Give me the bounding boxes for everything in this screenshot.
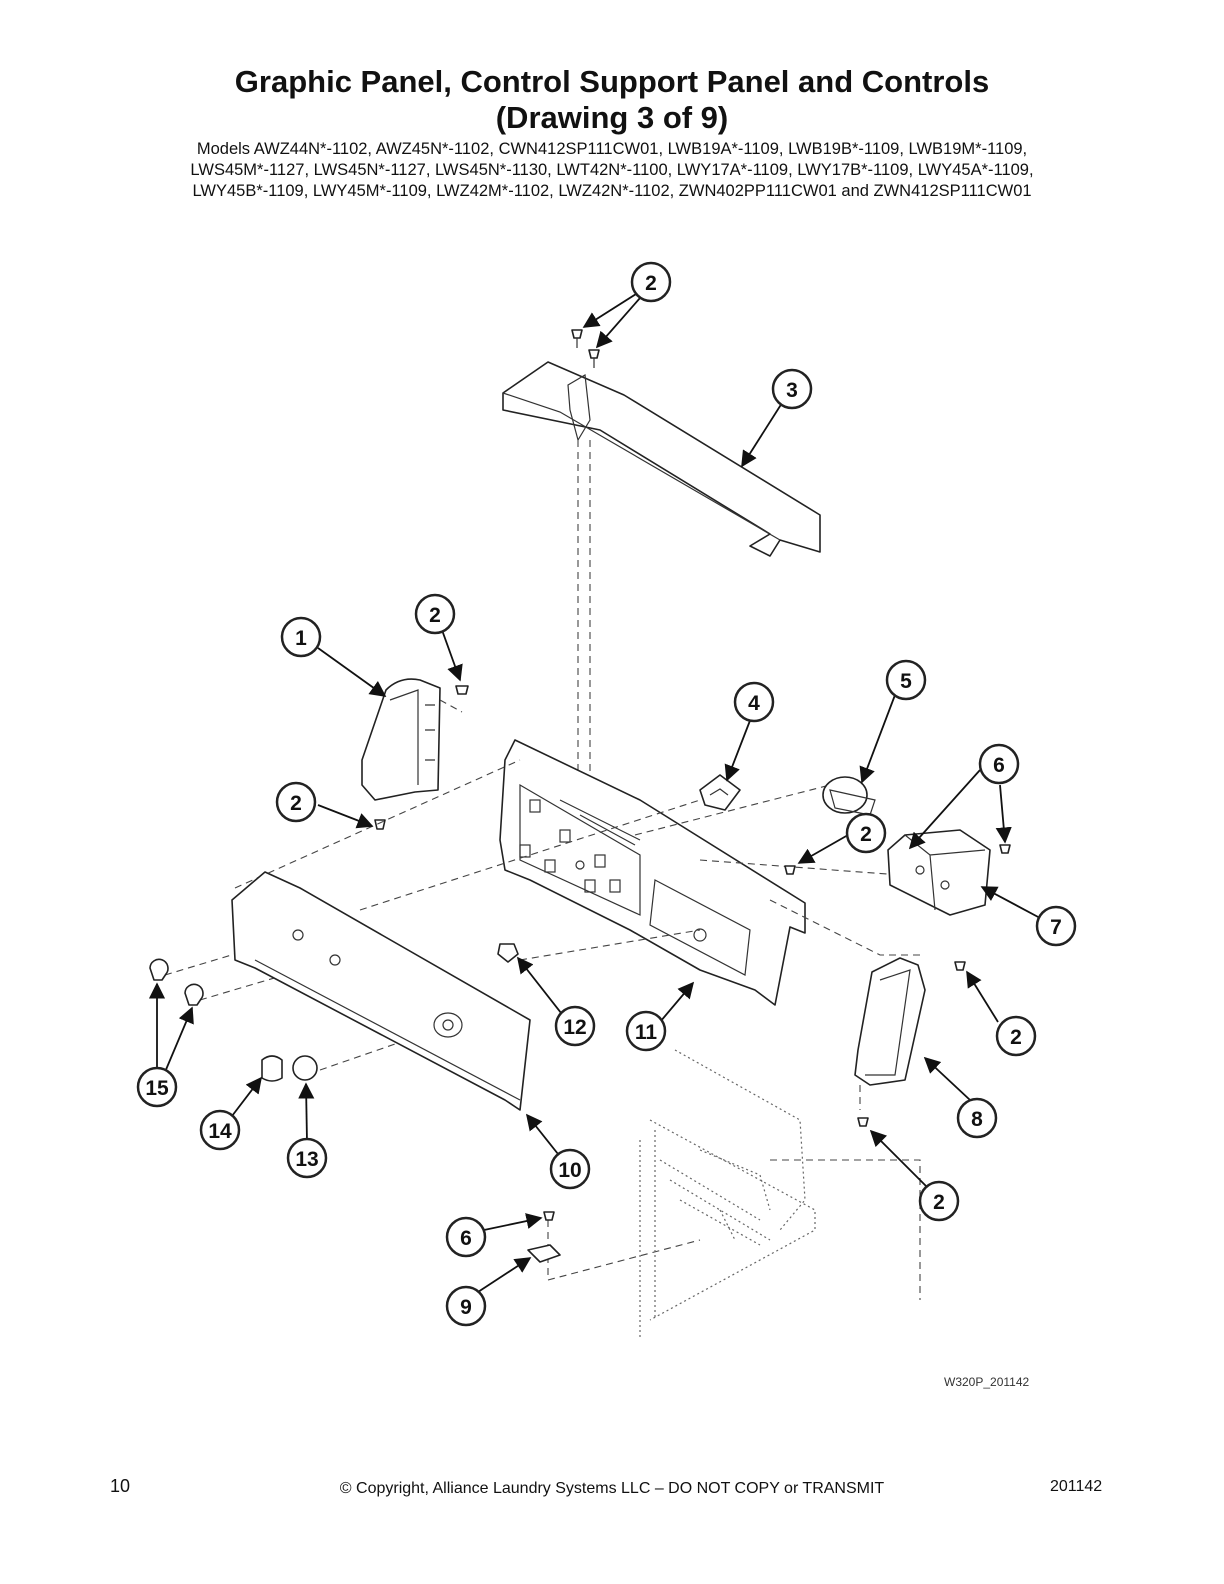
leader-lines (148, 293, 1041, 1293)
callout-13: 13 (286, 1137, 328, 1179)
clip-9 (527, 1244, 561, 1263)
end-cap-left-1 (361, 678, 441, 801)
models-line-1: Models AWZ44N*-1102, AWZ45N*-1102, CWN41… (196, 140, 1028, 158)
callout-1: 1 (280, 616, 322, 658)
callout-9: 9 (445, 1285, 487, 1327)
svg-text:4: 4 (748, 692, 760, 715)
svg-text:8: 8 (971, 1108, 983, 1131)
callout-4: 4 (733, 681, 775, 723)
svg-text:1: 1 (295, 627, 307, 650)
svg-text:6: 6 (460, 1227, 472, 1250)
callout-6: 6 (978, 743, 1020, 785)
callout-11: 11 (625, 1010, 667, 1052)
callout-6: 6 (445, 1216, 487, 1258)
callout-15: 15 (136, 1066, 178, 1108)
callout-2: 2 (918, 1180, 960, 1222)
svg-text:9: 9 (460, 1296, 472, 1319)
cabinet-ghost (639, 1049, 816, 1340)
svg-text:2: 2 (933, 1191, 945, 1214)
graphic-panel-top-3 (502, 361, 821, 557)
models-line-2: LWS45M*-1127, LWS45N*-1127, LWS45N*-1130… (190, 161, 1034, 179)
svg-text:2: 2 (860, 823, 872, 846)
svg-text:2: 2 (429, 604, 441, 627)
callout-2: 2 (414, 593, 456, 635)
models-line-3: LWY45B*-1109, LWY45M*-1109, LWZ42M*-1102… (192, 182, 1032, 200)
document-code: 201142 (1050, 1478, 1103, 1495)
dial-13 (292, 1055, 318, 1081)
drawing-code: W320P_201142 (944, 1375, 1030, 1389)
graphic-panel-10 (231, 871, 531, 1111)
callout-2: 2 (995, 1015, 1037, 1057)
callout-2: 2 (845, 812, 887, 854)
knobs-15 (149, 958, 204, 1006)
switch-4 (699, 774, 741, 811)
clip-12 (497, 943, 519, 963)
screw-top (571, 329, 600, 368)
timer-7 (887, 829, 991, 916)
svg-text:2: 2 (645, 272, 657, 295)
svg-text:11: 11 (635, 1021, 658, 1044)
svg-text:7: 7 (1050, 916, 1062, 939)
knob-14 (261, 1055, 283, 1082)
copyright-notice: © Copyright, Alliance Laundry Systems LL… (339, 1480, 885, 1497)
page-number: 10 (110, 1476, 131, 1496)
svg-text:2: 2 (290, 792, 302, 815)
svg-text:10: 10 (558, 1159, 581, 1182)
svg-text:3: 3 (786, 379, 798, 402)
callout-2: 2 (630, 261, 672, 303)
callout-3: 3 (771, 368, 813, 410)
callout-10: 10 (549, 1148, 591, 1190)
callout-7: 7 (1035, 905, 1077, 947)
callout-8: 8 (956, 1097, 998, 1139)
page-subtitle: (Drawing 3 of 9) (495, 100, 729, 135)
callout-2: 2 (275, 781, 317, 823)
svg-text:6: 6 (993, 754, 1005, 777)
svg-text:2: 2 (1010, 1026, 1022, 1049)
timer-5 (822, 776, 876, 816)
end-cap-right-8 (854, 957, 926, 1086)
callout-12: 12 (554, 1005, 596, 1047)
svg-text:5: 5 (900, 670, 912, 693)
svg-text:12: 12 (563, 1016, 586, 1039)
page-title: Graphic Panel, Control Support Panel and… (234, 64, 990, 99)
svg-text:14: 14 (208, 1120, 232, 1143)
callout-5: 5 (885, 659, 927, 701)
svg-text:13: 13 (295, 1148, 318, 1171)
svg-text:15: 15 (145, 1077, 169, 1100)
control-support-panel-11 (499, 739, 806, 1006)
callout-14: 14 (199, 1109, 241, 1151)
